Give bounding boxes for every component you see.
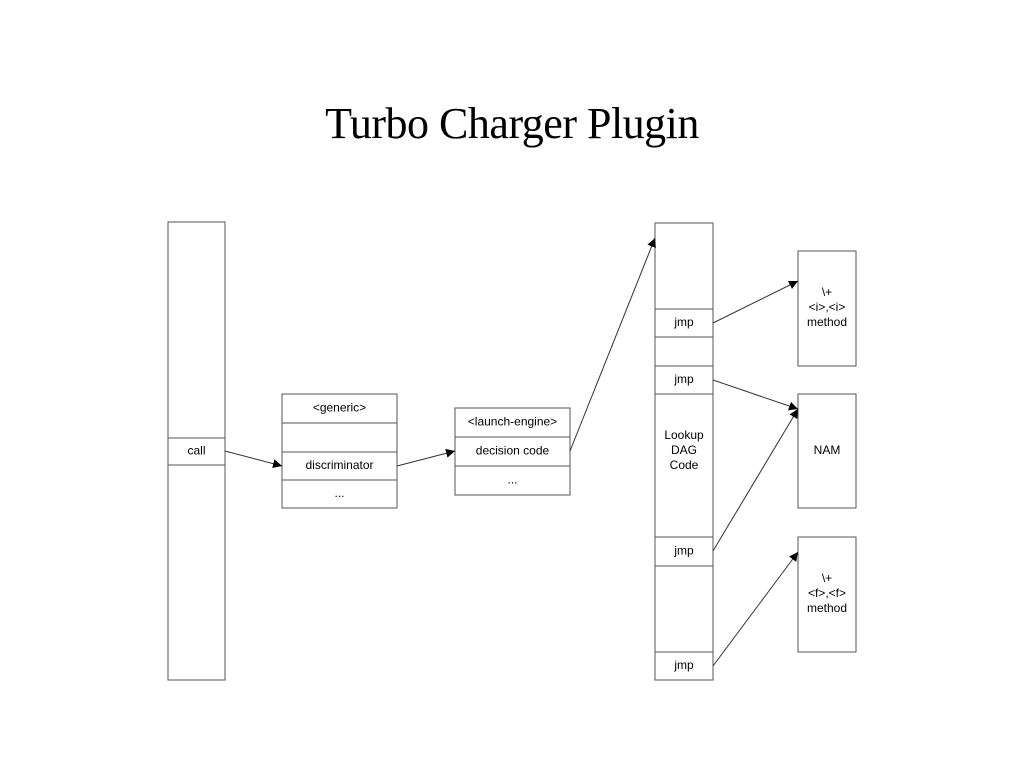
jmp-cell-1 xyxy=(654,308,714,338)
float-method-cell xyxy=(797,536,857,653)
jmp-cell-2 xyxy=(654,365,714,395)
int-method-line-3: method xyxy=(807,315,847,329)
arrow-jmp3-to-nam xyxy=(712,408,799,552)
jmp-label-4: jmp xyxy=(673,658,694,672)
int-method-line-2: <i>,<i> xyxy=(809,300,846,314)
int-method-cell xyxy=(797,250,857,367)
arrow-decision-to-lookup xyxy=(569,237,656,452)
call-stack-column: call xyxy=(167,221,226,681)
arrow-call-to-discriminator xyxy=(224,450,283,469)
jmp-cell-3 xyxy=(654,536,714,567)
int-method-line-1: \+ xyxy=(822,285,832,299)
float-method-line-2: <f>,<f> xyxy=(808,586,846,600)
launch-engine-ellipsis-label: ... xyxy=(507,473,517,487)
generic-header-label: <generic> xyxy=(313,401,366,415)
call-cell xyxy=(167,437,226,466)
launch-engine-box: <launch-engine> decision code ... xyxy=(454,407,571,496)
page-title: Turbo Charger Plugin xyxy=(325,99,699,148)
launch-engine-header-label: <launch-engine> xyxy=(468,415,557,429)
nam-box: NAM xyxy=(797,393,857,509)
float-method-line-3: method xyxy=(807,601,847,615)
decision-code-label: decision code xyxy=(476,444,550,458)
discriminator-label: discriminator xyxy=(305,458,373,472)
generic-header-cell xyxy=(281,393,398,424)
lookup-dag-column: jmp jmp Lookup DAG Code jmp jmp xyxy=(654,222,714,681)
lookup-label-line-1: Lookup xyxy=(664,428,704,442)
float-method-line-1: \+ xyxy=(822,571,832,585)
arrow-discriminator-to-decision xyxy=(396,448,456,467)
call-label: call xyxy=(187,444,205,458)
launch-engine-ellipsis-cell xyxy=(454,465,571,496)
generic-empty-cell xyxy=(281,422,398,453)
nam-cell xyxy=(797,393,857,509)
generic-ellipsis-cell xyxy=(281,479,398,509)
int-method-box: \+ <i>,<i> method xyxy=(797,250,857,367)
float-method-box: \+ <f>,<f> method xyxy=(797,536,857,653)
generic-box: <generic> discriminator ... xyxy=(281,393,398,509)
jmp-label-1: jmp xyxy=(673,315,694,329)
jmp-label-2: jmp xyxy=(673,372,694,386)
lookup-label-line-3: Code xyxy=(670,458,699,472)
decision-code-cell xyxy=(454,436,571,467)
generic-ellipsis-label: ... xyxy=(334,486,344,500)
lookup-label-line-2: DAG xyxy=(671,443,697,457)
jmp-label-3: jmp xyxy=(673,544,694,558)
lookup-dag-box xyxy=(654,222,714,681)
arrow-jmp1-to-int-method xyxy=(712,280,799,324)
arrow-jmp4-to-float-method xyxy=(712,551,799,667)
arrow-jmp2-to-nam xyxy=(712,379,799,411)
nam-label: NAM xyxy=(814,443,841,457)
jmp-cell-4 xyxy=(654,651,714,681)
